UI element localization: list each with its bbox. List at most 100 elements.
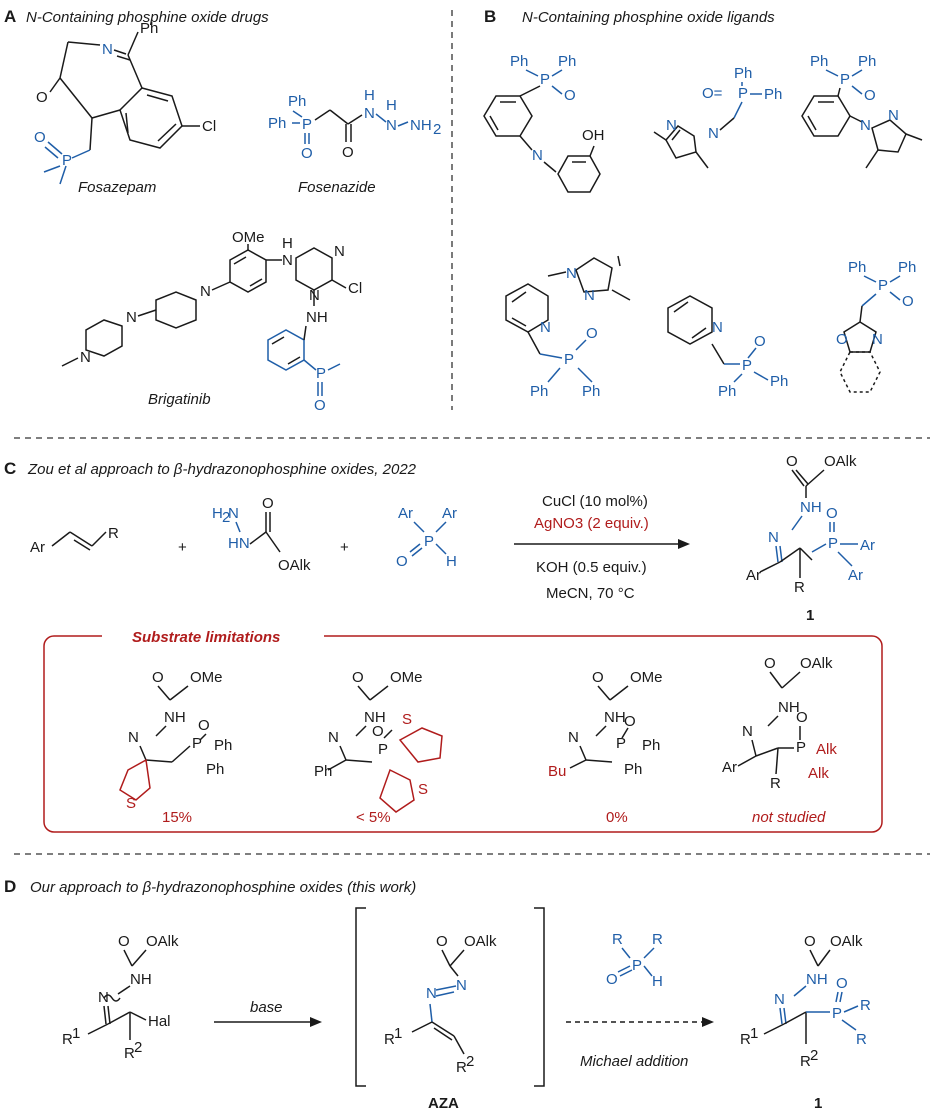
svg-text:OMe: OMe [190,669,223,686]
svg-text:P: P [828,535,838,552]
svg-text:Ph: Ph [764,86,782,103]
limitation-1-structure: O OMe NH N P O Ph Ph S [119,669,232,812]
svg-text:N: N [228,505,239,522]
svg-text:P: P [840,71,850,88]
reagent-michael-addition: Michael addition [580,1053,688,1070]
section-C-letter: C [4,459,16,478]
svg-text:N: N [860,117,871,134]
phosphine-oxide-reagent-D: R R P O H [606,931,663,990]
svg-text:N: N [364,105,375,122]
svg-text:Ph: Ph [770,373,788,390]
svg-text:1: 1 [750,1025,758,1042]
svg-text:HN: HN [228,535,250,552]
svg-text:Ph: Ph [558,53,576,70]
svg-text:OMe: OMe [232,229,265,246]
svg-text:O: O [826,505,838,522]
svg-text:OMe: OMe [390,669,423,686]
svg-text:H: H [386,97,397,114]
svg-text:P: P [632,957,642,974]
section-B-letter: B [484,7,496,26]
svg-text:O=: O= [702,85,723,102]
svg-text:N: N [566,265,577,282]
svg-text:NH: NH [164,709,186,726]
limitation-4-structure: O OAlk NH N Ar R P O Alk Alk [722,655,837,792]
svg-text:O: O [624,713,636,730]
condition-koh: KOH (0.5 equiv.) [536,559,647,576]
svg-text:N: N [386,117,397,134]
ligand-4-structure: N N N P O Ph Ph [505,255,631,400]
section-C-title: Zou et al approach to β-hydrazonophosphi… [27,461,417,478]
section-B-title: N-Containing phosphine oxide ligands [522,9,775,26]
svg-text:Ph: Ph [858,53,876,70]
svg-text:N: N [80,349,91,366]
atom-cl: Cl [202,118,216,135]
svg-text:O: O [786,453,798,470]
svg-text:1: 1 [394,1025,402,1042]
svg-text:NH: NH [364,709,386,726]
svg-text:N: N [584,287,595,304]
svg-text:R: R [740,1031,751,1048]
svg-text:P: P [616,735,626,752]
drug-name-fosazepam: Fosazepam [78,179,156,196]
svg-text:N: N [708,125,719,142]
svg-text:O: O [754,333,766,350]
svg-text:Ph: Ph [642,737,660,754]
svg-text:N: N [334,243,345,260]
svg-text:N: N [888,107,899,124]
svg-text:O: O [864,87,876,104]
svg-text:O: O [262,495,274,512]
bracket-left [355,907,366,1087]
svg-text:R: R [384,1031,395,1048]
svg-text:Bu: Bu [548,763,566,780]
svg-text:R: R [652,931,663,948]
svg-text:O: O [592,669,604,686]
svg-text:+: + [178,539,187,556]
svg-text:O: O [342,144,354,161]
svg-text:OMe: OMe [630,669,663,686]
svg-text:NH: NH [806,971,828,988]
svg-text:P: P [378,741,388,758]
svg-text:Ph: Ph [288,93,306,110]
svg-text:O: O [301,145,313,162]
condition-cucl: CuCl (10 mol%) [542,493,648,510]
svg-text:N: N [666,117,677,134]
limitation-3-structure: O OMe NH N Bu P O Ph Ph [548,669,663,780]
svg-text:NH: NH [130,971,152,988]
svg-text:R: R [860,997,871,1014]
svg-text:P: P [564,351,574,368]
svg-text:O: O [118,933,130,950]
svg-text:O: O [764,655,776,672]
svg-text:2: 2 [222,509,230,526]
svg-text:OAlk: OAlk [464,933,497,950]
svg-text:Cl: Cl [348,280,362,297]
limitation-yield-2: < 5% [356,809,391,826]
svg-text:N: N [768,529,779,546]
fosazepam-structure: Cl N O Ph P O [34,20,216,185]
svg-text:OAlk: OAlk [824,453,857,470]
section-D-letter: D [4,877,16,896]
svg-text:Ar: Ar [860,537,875,554]
limitation-yield-4: not studied [752,809,826,826]
svg-text:N: N [712,319,723,336]
svg-text:N: N [568,729,579,746]
svg-text:Ph: Ph [206,761,224,778]
svg-text:O: O [152,669,164,686]
product-1-label-C: 1 [806,607,814,624]
svg-text:N: N [128,729,139,746]
svg-text:N: N [456,977,467,994]
svg-text:H: H [212,505,223,522]
svg-text:O: O [352,669,364,686]
svg-text:O: O [34,129,46,146]
svg-text:N: N [540,319,551,336]
svg-text:S: S [126,795,136,812]
svg-text:NH: NH [410,117,432,134]
section-A-title: N-Containing phosphine oxide drugs [26,9,269,26]
svg-text:H: H [364,87,375,104]
svg-text:2: 2 [433,121,441,138]
ligand-5-structure: N P O Ph Ph [667,295,788,400]
svg-text:Ph: Ph [624,761,642,778]
svg-text:H: H [652,973,663,990]
